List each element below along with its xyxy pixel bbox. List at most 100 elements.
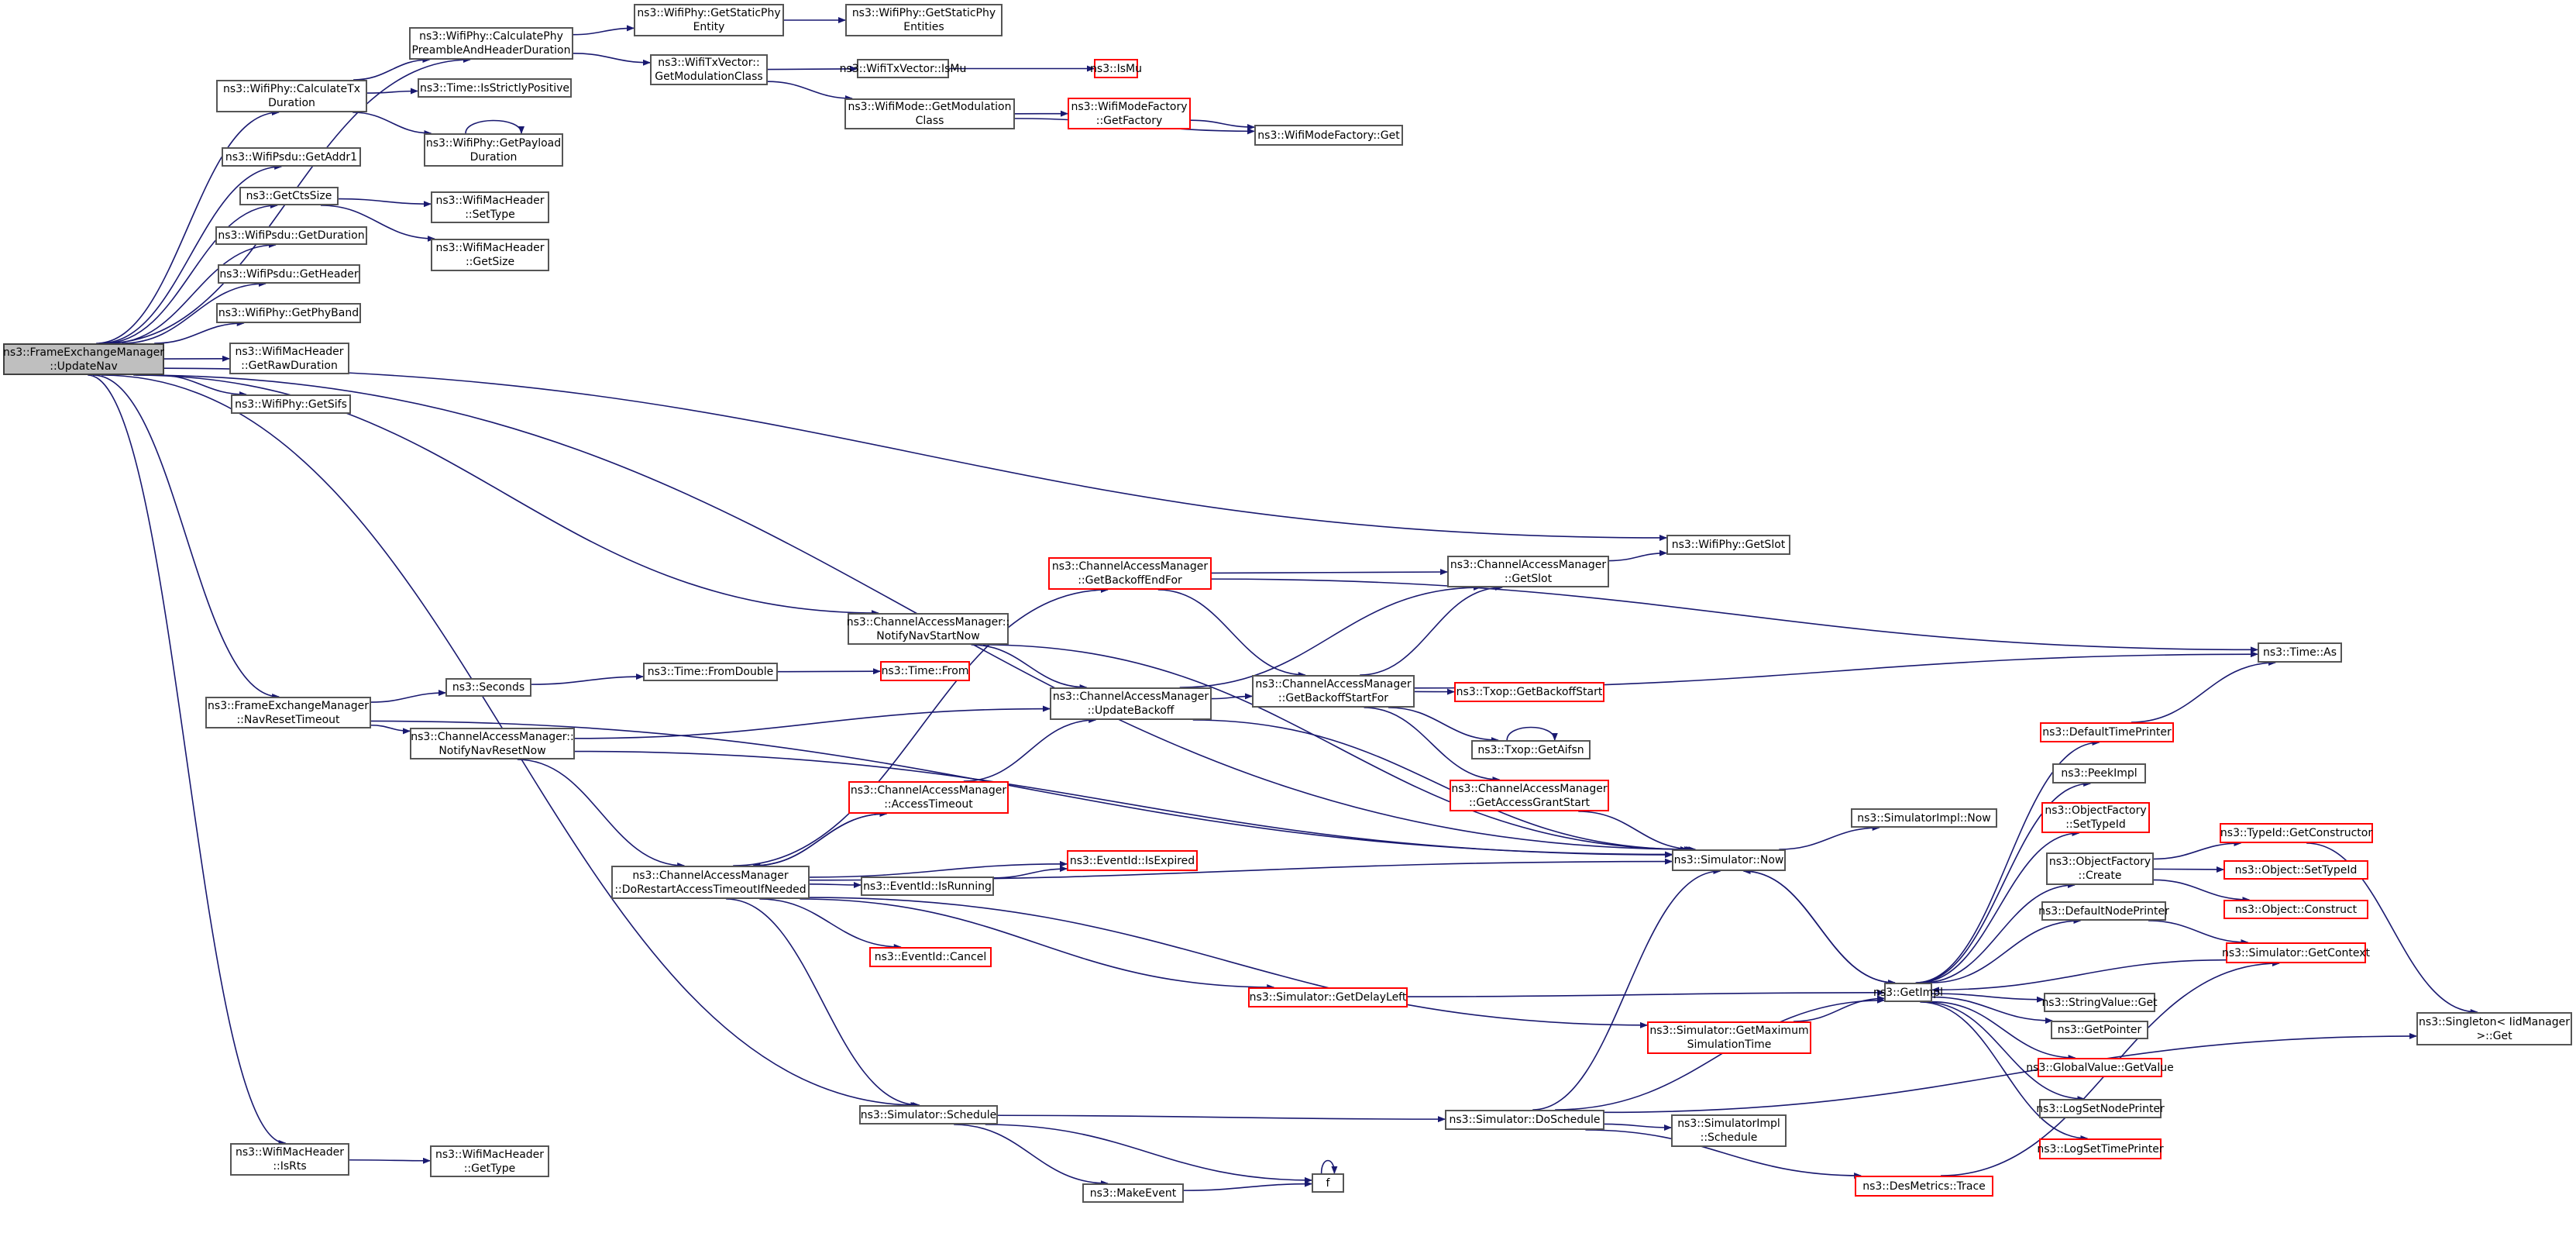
call-edge <box>353 112 432 136</box>
graph-node[interactable]: ns3::StringValue::Get <box>2041 993 2158 1012</box>
graph-node[interactable]: ns3::ChannelAccessManager::GetBackoffSta… <box>1252 675 1415 708</box>
graph-node[interactable]: ns3::ChannelAccessManager::NotifyNavStar… <box>846 613 1010 645</box>
call-edge <box>1364 707 1501 783</box>
graph-node[interactable]: ns3::WifiMacHeader::GetType <box>430 1145 549 1177</box>
graph-node[interactable]: ns3::IsMu <box>1090 59 1142 78</box>
graph-node[interactable]: ns3::DefaultNodePrinter <box>2038 901 2169 921</box>
node-label: ns3::ObjectFactory <box>2048 856 2151 868</box>
node-label: ns3::WifiPsdu::GetHeader <box>219 267 359 281</box>
call-edge <box>1585 1129 1862 1179</box>
graph-node[interactable]: ns3::ChannelAccessManager::UpdateBackoff <box>1050 687 1212 720</box>
graph-node[interactable]: ns3::Txop::GetBackoffStart <box>1454 682 1604 702</box>
graph-node[interactable]: ns3::ChannelAccessManager::AccessTimeout <box>848 781 1009 814</box>
node-label: ns3::GlobalValue::GetValue <box>2026 1061 2174 1074</box>
node-label: ns3::ChannelAccessManager <box>1051 560 1209 573</box>
node-label: ns3::LogSetTimePrinter <box>2037 1142 2164 1156</box>
graph-node[interactable]: ns3::WifiMacHeader::GetSize <box>431 239 549 271</box>
graph-node[interactable]: ns3::EventId::IsExpired <box>1067 850 1198 871</box>
graph-node[interactable]: ns3::PeekImpl <box>2052 763 2146 784</box>
graph-node[interactable]: f <box>1312 1173 1344 1193</box>
node-label: ns3::WifiModeFactory::Get <box>1257 129 1400 142</box>
graph-node[interactable]: ns3::WifiPsdu::GetHeader <box>218 264 360 284</box>
node-label: ::SetTypeId <box>2065 818 2126 831</box>
graph-node[interactable]: ns3::LogSetTimePrinter <box>2037 1138 2164 1159</box>
call-edge <box>370 724 411 735</box>
graph-node[interactable]: ns3::GlobalValue::GetValue <box>2026 1058 2174 1077</box>
graph-node[interactable]: ns3::ObjectFactory::Create <box>2046 852 2154 885</box>
graph-node[interactable]: ns3::ObjectFactory::SetTypeId <box>2041 802 2150 833</box>
node-label: ns3::Simulator::Now <box>1673 854 1784 866</box>
graph-node[interactable]: ns3::TypeId::GetConstructor <box>2220 823 2373 843</box>
graph-node[interactable]: ns3::LogSetNodePrinter <box>2036 1099 2165 1118</box>
call-edge <box>1931 993 2045 1003</box>
graph-node[interactable]: ns3::WifiTxVector::GetModulationClass <box>650 54 768 85</box>
node-label: ns3::WifiPhy::GetPhyBand <box>218 307 359 319</box>
graph-node[interactable]: ns3::Simulator::GetContext <box>2222 942 2370 963</box>
graph-node[interactable]: ns3::GetCtsSize <box>239 187 339 205</box>
node-label: ns3::WifiMacHeader <box>435 1148 545 1161</box>
graph-node[interactable]: ns3::SimulatorImpl::Schedule <box>1671 1114 1787 1147</box>
call-edge <box>1742 868 1896 983</box>
graph-node[interactable]: ns3::ChannelAccessManager::GetAccessGran… <box>1450 780 1609 811</box>
graph-node[interactable]: ns3::SimulatorImpl::Now <box>1851 808 1997 828</box>
call-edge <box>1407 989 1885 997</box>
graph-node[interactable]: ns3::GetPointer <box>2051 1021 2148 1039</box>
graph-node[interactable]: ns3::EventId::IsRunning <box>861 877 994 896</box>
graph-node[interactable]: ns3::Time::From <box>880 661 970 681</box>
graph-node[interactable]: ns3::WifiPhy::GetSlot <box>1666 535 1790 555</box>
graph-node[interactable]: ns3::Time::IsStrictlyPositive <box>418 78 572 98</box>
call-edge <box>1604 1123 1672 1131</box>
graph-node[interactable]: ns3::Simulator::GetDelayLeft <box>1248 987 1408 1007</box>
graph-node[interactable]: ns3::EventId::Cancel <box>869 947 992 967</box>
graph-node[interactable]: ns3::DesMetrics::Trace <box>1855 1176 1993 1197</box>
node-label: ns3::Time::From <box>881 665 969 677</box>
node-label: ns3::SimulatorImpl <box>1677 1118 1780 1130</box>
call-edge <box>759 898 902 950</box>
node-label: ns3::GetCtsSize <box>246 190 332 202</box>
node-label: ns3::ChannelAccessManager:: <box>846 615 1010 629</box>
graph-node[interactable]: ns3::WifiPsdu::GetDuration <box>215 226 367 245</box>
graph-node[interactable]: ns3::WifiPsdu::GetAddr1 <box>222 147 361 167</box>
call-edge <box>800 898 1275 990</box>
graph-node[interactable]: ns3::ChannelAccessManager::GetBackoffEnd… <box>1048 557 1212 590</box>
graph-node[interactable]: ns3::WifiTxVector::IsMu <box>840 59 966 78</box>
graph-node[interactable]: ns3::Simulator::Now <box>1672 849 1786 871</box>
call-edge <box>1506 726 1558 741</box>
graph-node[interactable]: ns3::Simulator::Schedule <box>859 1105 998 1125</box>
node-label: ns3::FrameExchangeManager <box>208 699 369 712</box>
graph-node[interactable]: ns3::Singleton< IidManager >::Get <box>2416 1012 2572 1045</box>
graph-node[interactable]: ns3::ChannelAccessManager::DoRestartAcce… <box>611 866 810 899</box>
graph-node[interactable]: ns3::Seconds <box>445 678 531 697</box>
graph-node[interactable]: ns3::WifiMacHeader::IsRts <box>230 1143 349 1176</box>
graph-node[interactable]: ns3::DefaultTimePrinter <box>2040 722 2174 742</box>
graph-node[interactable]: ns3::WifiModeFactory::Get <box>1254 125 1403 146</box>
graph-node[interactable]: ns3::WifiMacHeader::SetType <box>431 191 549 223</box>
graph-node[interactable]: ns3::Time::FromDouble <box>643 663 778 681</box>
call-edge <box>1604 1032 2417 1114</box>
node-label: ns3::ChannelAccessManager <box>1052 691 1209 703</box>
graph-node[interactable]: ns3::Txop::GetAifsn <box>1471 740 1591 759</box>
graph-node[interactable]: ns3::GetImpl <box>1873 983 1943 1002</box>
graph-node[interactable]: ns3::WifiModeFactory::GetFactory <box>1068 98 1191 129</box>
graph-node[interactable]: ns3::Object::Construct <box>2223 900 2368 919</box>
graph-node[interactable]: ns3::WifiPhy::GetPhyBand <box>216 303 361 323</box>
graph-node[interactable]: ns3::MakeEvent <box>1082 1183 1184 1203</box>
graph-node[interactable]: ns3::ChannelAccessManager::NotifyNavRese… <box>410 728 575 759</box>
graph-node[interactable]: ns3::FrameExchangeManager::NavResetTimeo… <box>205 697 371 728</box>
graph-node[interactable]: ns3::Object::SetTypeId <box>2223 860 2368 880</box>
call-edge <box>1532 868 1721 1111</box>
graph-node[interactable]: ns3::Time::As <box>2258 642 2342 663</box>
node-label: ns3::Object::Construct <box>2234 903 2358 916</box>
graph-node[interactable]: ns3::WifiMacHeader::GetRawDuration <box>229 343 349 374</box>
call-edge <box>1920 1001 2089 1142</box>
graph-node[interactable]: ns3::WifiPhy::GetSifs <box>231 394 351 414</box>
graph-node[interactable]: ns3::Simulator::DoSchedule <box>1445 1110 1604 1130</box>
graph-node[interactable]: ns3::ChannelAccessManager::GetSlot <box>1447 556 1609 587</box>
